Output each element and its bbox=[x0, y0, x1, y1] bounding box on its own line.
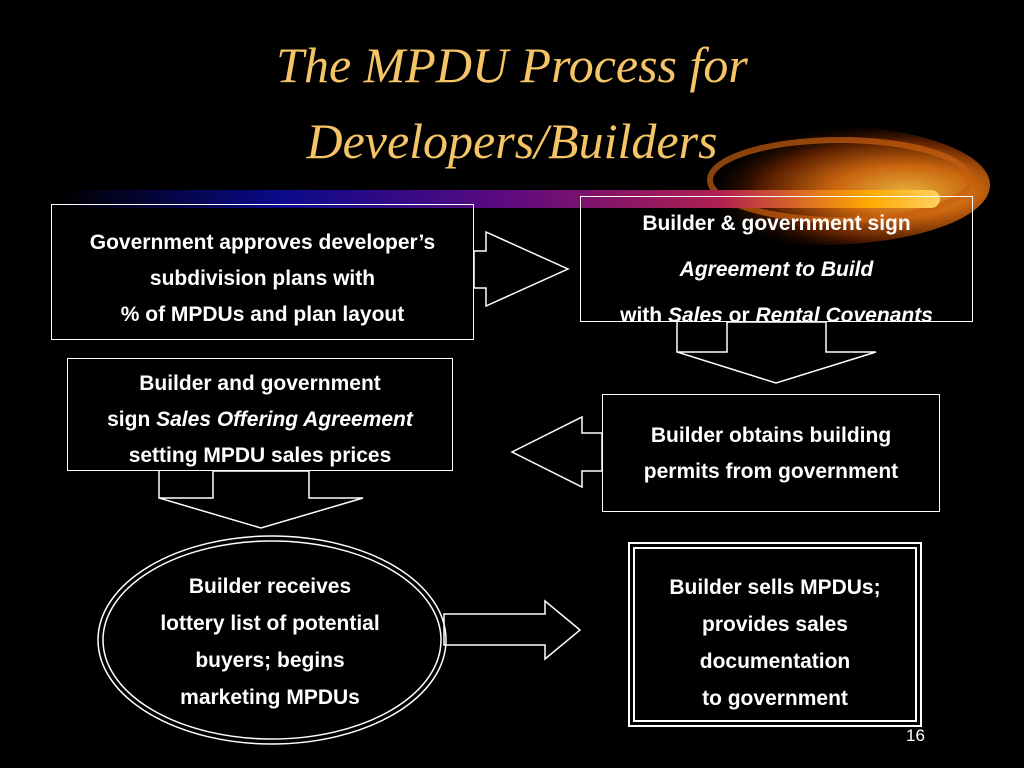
step-permits-box: Builder obtains building permits from go… bbox=[602, 394, 940, 512]
step-sells-box: Builder sells MPDUs; provides sales docu… bbox=[628, 542, 922, 727]
step-agreement-line-1: Builder & government sign bbox=[642, 212, 911, 235]
sales-offering-agreement-text: Sales Offering Agreement bbox=[156, 408, 413, 431]
step-agreement-line-3: with Sales or Rental Covenants bbox=[581, 293, 972, 339]
step-sales-agreement-box: Builder and government sign Sales Offeri… bbox=[67, 358, 453, 471]
step-lottery-line-4: marketing MPDUs bbox=[180, 686, 360, 709]
step-agreement-line-2: Agreement to Build bbox=[581, 247, 972, 293]
lottery-oval-inner bbox=[102, 540, 442, 740]
step-sales-agreement-line-1: Builder and government bbox=[139, 372, 381, 395]
arrow-approve-to-agreement bbox=[473, 230, 570, 308]
step-sells-line-3: documentation bbox=[699, 650, 851, 673]
step-lottery-text: Builder receives lottery list of potenti… bbox=[110, 568, 430, 716]
step-permits-line-2: permits from government bbox=[643, 460, 899, 483]
lottery-oval-outer bbox=[97, 535, 447, 745]
arrow-permits-to-sales-agreement bbox=[510, 415, 603, 489]
step-sells-inner-box: Builder sells MPDUs; provides sales docu… bbox=[633, 547, 917, 722]
sales-agreement-sign-text: sign bbox=[107, 408, 157, 431]
agreement-rental-covenants-text: Rental Covenants bbox=[755, 304, 933, 327]
agreement-to-build-text: Agreement to Build bbox=[679, 258, 874, 281]
step-sells-line-4: to government bbox=[702, 687, 848, 710]
step-approve-box: Government approves developer’s subdivis… bbox=[51, 204, 474, 340]
arrow-agreement-to-permits bbox=[676, 321, 877, 384]
agreement-sales-text: Sales bbox=[667, 304, 723, 327]
step-approve-line-1: Government approves developer’s bbox=[89, 231, 436, 254]
step-approve-line-2: subdivision plans with bbox=[149, 267, 376, 290]
arrow-sales-agreement-to-lottery bbox=[158, 470, 364, 529]
step-lottery-line-2: lottery list of potential bbox=[160, 612, 380, 635]
title-line-2: Developers/Builders bbox=[306, 113, 718, 169]
step-sales-agreement-line-2: sign Sales Offering Agreement bbox=[68, 402, 452, 438]
step-sells-line-1: Builder sells MPDUs; bbox=[669, 576, 881, 599]
step-sells-line-2: provides sales bbox=[702, 613, 848, 636]
step-lottery-line-1: Builder receives bbox=[188, 575, 352, 598]
title-line-1: The MPDU Process for bbox=[276, 37, 748, 93]
arrow-lottery-to-sells bbox=[443, 599, 582, 661]
step-permits-line-1: Builder obtains building bbox=[650, 424, 892, 447]
page-number: 16 bbox=[906, 726, 925, 745]
step-agreement-box: Builder & government sign Agreement to B… bbox=[580, 196, 973, 327]
step-lottery-line-3: buyers; begins bbox=[195, 649, 345, 672]
step-sales-agreement-line-3: setting MPDU sales prices bbox=[128, 444, 392, 467]
agreement-or-text: or bbox=[722, 304, 756, 327]
step-approve-line-3: % of MPDUs and plan layout bbox=[120, 303, 405, 326]
agreement-with-text: with bbox=[620, 304, 668, 327]
